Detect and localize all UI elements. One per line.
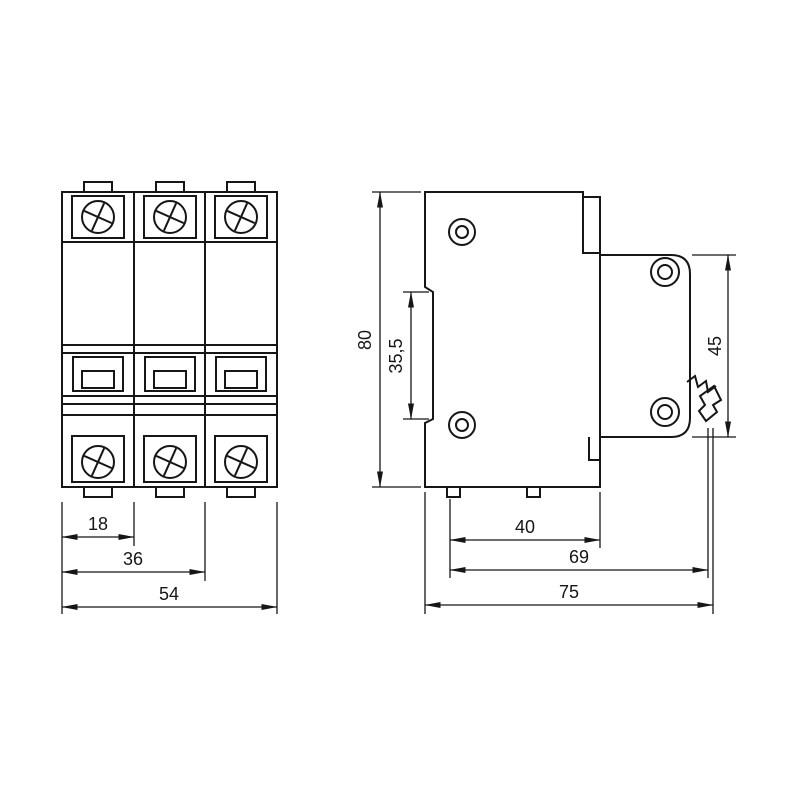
- terminal-box: [71, 435, 125, 483]
- screw-icon: [220, 441, 262, 483]
- side-body-outline: [424, 191, 691, 488]
- dim-label-module-width: 18: [88, 514, 108, 534]
- dim-label-overall-depth: 75: [559, 582, 579, 602]
- screw-icon: [77, 441, 119, 483]
- dim-label-overall-width: 54: [159, 584, 179, 604]
- lower-step-detail: [588, 437, 600, 461]
- screw-icon: [220, 196, 262, 238]
- mounting-hole: [650, 397, 680, 427]
- terminal-box: [214, 195, 268, 239]
- mounting-hole: [650, 257, 680, 287]
- front-view: [61, 181, 278, 498]
- clip-spring: [686, 374, 717, 394]
- bottom-tab: [155, 486, 185, 498]
- dim-label-rail-cutout: 35,5: [386, 338, 406, 373]
- dim-label-two-modules: 36: [123, 549, 143, 569]
- terminal-box: [143, 435, 197, 483]
- din-rail-clip: [686, 374, 723, 423]
- clip-hook: [697, 384, 723, 423]
- top-tab: [226, 181, 256, 193]
- screw-icon: [149, 196, 191, 238]
- front-body-outline: [61, 191, 278, 488]
- dim-label-depth-to-clip: 69: [569, 547, 589, 567]
- side-view: [424, 191, 723, 498]
- terminal-detail: [582, 197, 600, 254]
- side-dimensions: 80 35,5 45 40 69 75: [355, 191, 736, 614]
- screw-icon: [149, 441, 191, 483]
- mounting-hole: [448, 411, 476, 439]
- dim-label-front-depth: 45: [705, 336, 725, 356]
- terminal-box: [143, 195, 197, 239]
- screw-icon: [77, 196, 119, 238]
- toggle-window: [215, 356, 267, 392]
- terminal-box: [71, 195, 125, 239]
- front-dimensions: 18 36 54: [61, 502, 278, 614]
- bottom-foot: [446, 486, 461, 498]
- bottom-tab: [83, 486, 113, 498]
- terminal-box: [214, 435, 268, 483]
- toggle-window: [144, 356, 196, 392]
- bottom-foot: [526, 486, 541, 498]
- toggle-window: [72, 356, 124, 392]
- mounting-hole: [448, 218, 476, 246]
- dim-label-body-depth: 40: [515, 517, 535, 537]
- dim-label-height: 80: [355, 330, 375, 350]
- top-tab: [83, 181, 113, 193]
- bottom-tab: [226, 486, 256, 498]
- top-tab: [155, 181, 185, 193]
